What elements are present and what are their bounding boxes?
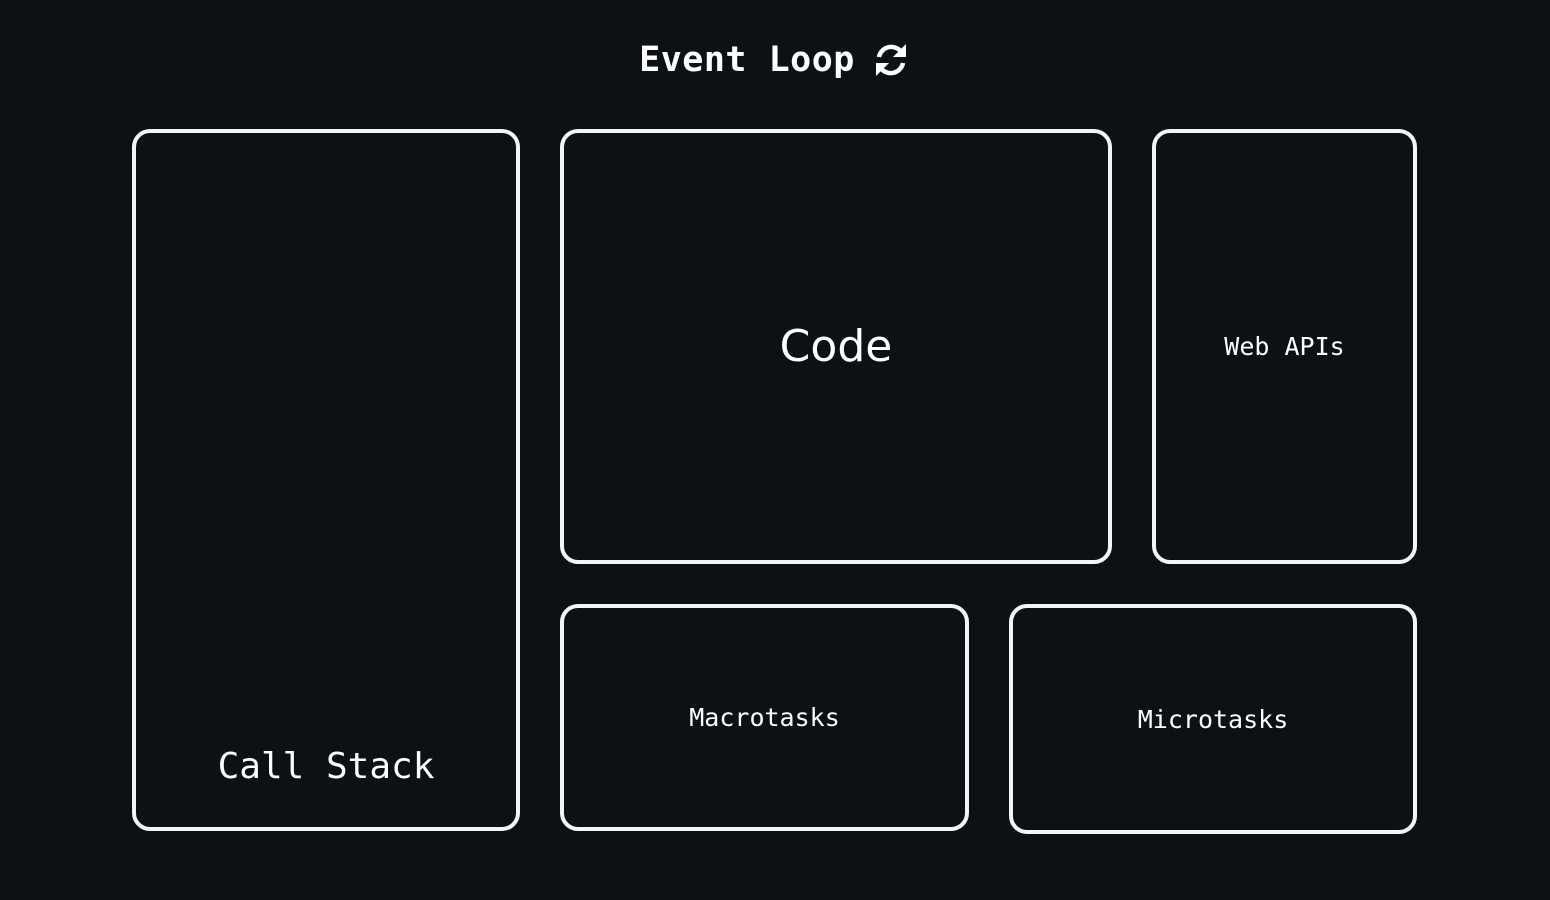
diagram-title-text: Event Loop [639, 40, 855, 80]
web-apis-label: Web APIs [1224, 332, 1345, 361]
macrotasks-label: Macrotasks [689, 703, 840, 732]
web-apis-box: Web APIs [1152, 129, 1417, 564]
diagram-title: Event Loop [0, 38, 1550, 82]
code-label: Code [779, 321, 893, 372]
microtasks-box: Microtasks [1009, 604, 1417, 834]
microtasks-label: Microtasks [1137, 704, 1289, 734]
refresh-icon [871, 40, 911, 80]
macrotasks-box: Macrotasks [560, 604, 969, 831]
code-box: Code [560, 129, 1112, 564]
call-stack-box: Call Stack [132, 129, 520, 831]
call-stack-label: Call Stack [217, 746, 435, 787]
